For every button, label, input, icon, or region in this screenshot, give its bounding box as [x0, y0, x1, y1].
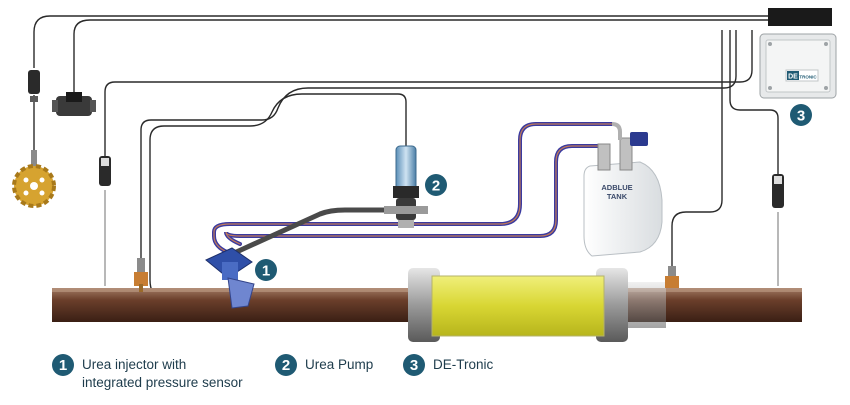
urea-pump — [384, 145, 428, 228]
legend-badge: 2 — [275, 354, 297, 376]
badge-controller-number: 3 — [797, 108, 805, 125]
legend-label-line: Urea injector with — [82, 357, 187, 372]
legend-label-line: integrated pressure sensor — [82, 375, 243, 390]
pressure-sensor-right — [665, 266, 679, 288]
legend-label: DE-Tronic — [433, 356, 493, 374]
tank-label-line2: TANK — [607, 192, 628, 201]
urea-lines — [212, 122, 614, 257]
legend-item-pump: 2 Urea Pump — [275, 354, 373, 376]
legend-label-line: Urea Pump — [305, 357, 374, 372]
badge-pump-number: 2 — [432, 178, 440, 195]
tank-label-line1: ADBLUE — [601, 183, 632, 192]
badge-pump: 2 — [425, 174, 447, 196]
controller-brand-prefix: DE — [788, 74, 798, 81]
legend-label: Urea injector with integrated pressure s… — [82, 356, 243, 392]
gear-icon — [12, 150, 56, 208]
legend-badge: 1 — [52, 354, 74, 376]
legend-label-line: DE-Tronic — [433, 357, 494, 372]
controller-brand-suffix: TRONIC — [799, 75, 817, 80]
connector-mid-left — [99, 156, 111, 186]
legend-item-injector: 1 Urea injector with integrated pressure… — [52, 354, 243, 392]
legend-label: Urea Pump — [305, 356, 373, 374]
badge-injector: 1 — [255, 259, 277, 281]
wiring-harness — [33, 15, 779, 301]
badge-controller: 3 — [790, 104, 812, 126]
legend-item-controller: 3 DE-Tronic — [403, 354, 493, 376]
pressure-sensor-left — [134, 258, 148, 292]
badge-injector-number: 1 — [262, 263, 270, 280]
legend-badge: 3 — [403, 354, 425, 376]
catalyst-canister — [408, 268, 628, 342]
air-flow-sensor — [52, 92, 96, 116]
de-tronic-controller: DE TRONIC — [759, 8, 837, 99]
connector-right — [772, 174, 784, 208]
urea-injector — [205, 247, 255, 309]
connector-left — [28, 70, 40, 102]
adblue-tank: ADBLUE TANK — [583, 122, 663, 257]
